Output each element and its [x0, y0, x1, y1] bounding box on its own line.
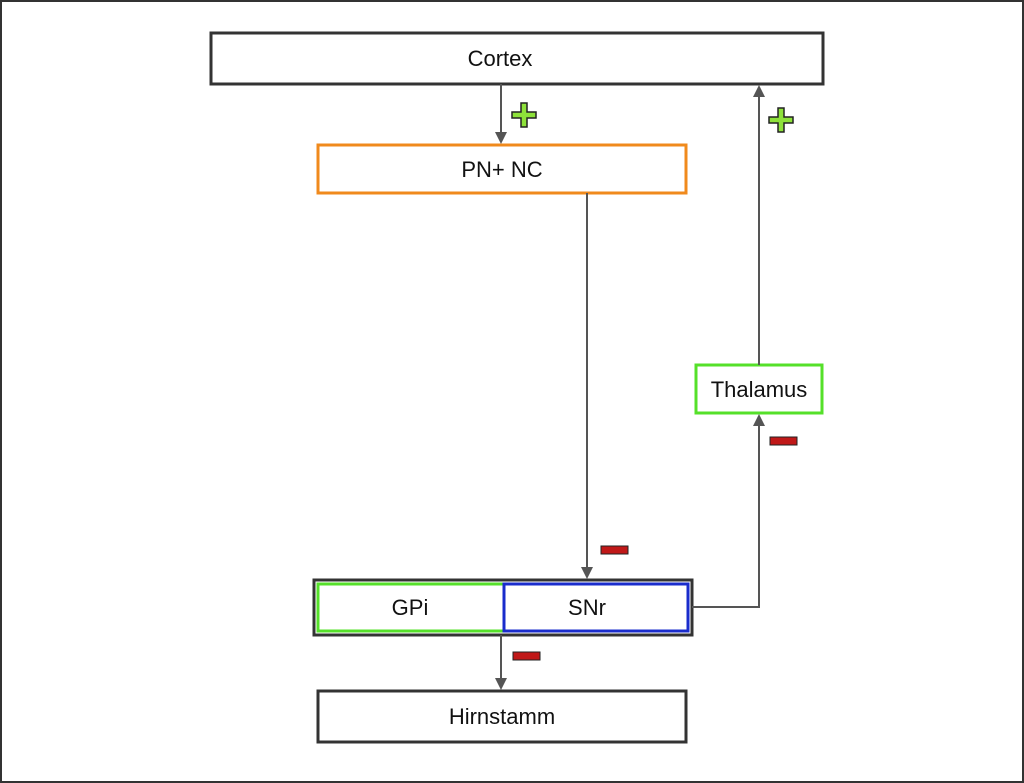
thalamus-label: Thalamus	[711, 377, 808, 402]
minus-sign-icon	[512, 651, 541, 661]
pn-nc-label: PN+ NC	[461, 157, 542, 182]
hirnstamm-label: Hirnstamm	[449, 704, 555, 729]
minus-sign-icon	[600, 545, 629, 555]
gpi-snr-node: GPi SNr	[312, 578, 694, 637]
snr-label: SNr	[568, 595, 606, 620]
arrow-snr-to-thalamus	[692, 414, 765, 608]
minus-sign-icon	[769, 436, 798, 446]
cortex-node: Cortex	[209, 31, 825, 86]
gpi-label: GPi	[392, 595, 429, 620]
cortex-label: Cortex	[468, 46, 533, 71]
pn-nc-node: PN+ NC	[316, 143, 688, 195]
plus-sign-icon	[511, 102, 537, 128]
hirnstamm-node: Hirnstamm	[316, 689, 688, 744]
plus-sign-icon	[768, 107, 794, 133]
snr-region	[502, 582, 690, 633]
thalamus-node: Thalamus	[694, 363, 824, 415]
